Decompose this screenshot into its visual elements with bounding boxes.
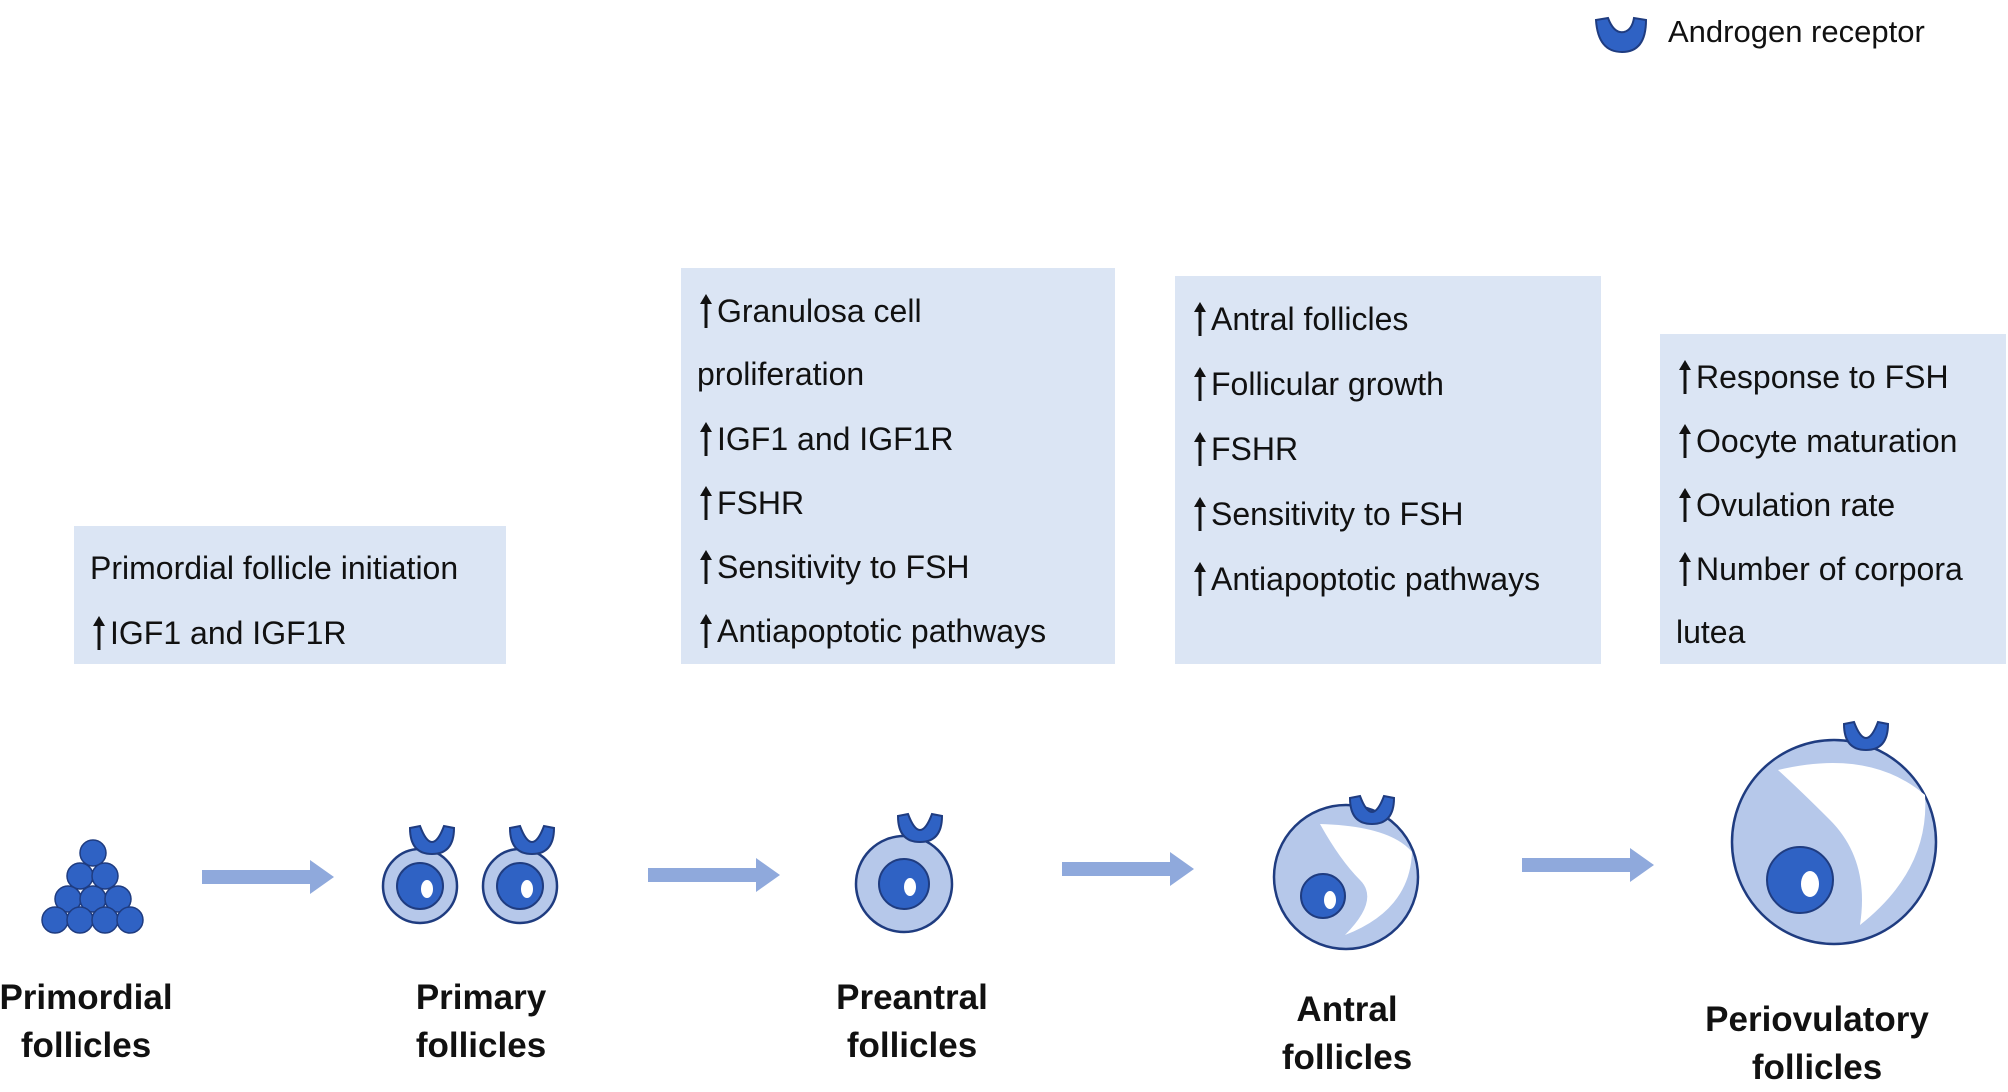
info-box-line: Sensitivity to FSH [697,550,970,584]
info-box-line: Oocyte maturation [1676,424,1957,458]
up-arrow-icon [1679,552,1691,586]
info-box-line: Granulosa cell [697,294,922,328]
info-box-line: IGF1 and IGF1R [90,616,347,650]
preantral-follicle-graphic [854,813,954,934]
info-box-text: Sensitivity to FSH [1211,496,1464,532]
stage-label-line: follicles [846,1026,978,1065]
info-box-text: Antral follicles [1211,301,1409,337]
up-arrow-icon [1679,488,1691,522]
info-box-line: IGF1 and IGF1R [697,422,954,456]
info-box-line: lutea [1676,616,1745,648]
info-box-text: Number of corpora [1696,551,1963,587]
info-box-text: IGF1 and IGF1R [110,615,347,651]
stage-label-line: Primary [415,978,547,1017]
up-arrow-icon [700,486,712,520]
stage-label-line: follicles [1281,1038,1413,1077]
stage-label-line: follicles [1751,1048,1883,1087]
info-box-text: Sensitivity to FSH [717,549,970,585]
stage-label-antral: Antral follicles [1282,986,1412,1082]
up-arrow-icon [93,616,105,650]
flow-arrow-3 [1062,852,1194,886]
stage-label-line: Primordial [0,978,173,1017]
legend-label: Androgen receptor [1668,14,1925,49]
up-arrow-icon [700,614,712,648]
info-box-line: FSHR [697,486,804,520]
info-box-text: Follicular growth [1211,366,1444,402]
up-arrow-icon [1194,562,1206,596]
flow-arrow-4 [1522,848,1654,882]
info-box-text: IGF1 and IGF1R [717,421,954,457]
info-box-line: Antiapoptotic pathways [697,614,1046,648]
info-box-line: Antiapoptotic pathways [1191,562,1540,596]
up-arrow-icon [1194,302,1206,336]
up-arrow-icon [700,422,712,456]
info-box-line: Primordial follicle initiation [90,552,458,584]
stage-label-line: Antral [1296,990,1398,1029]
info-box-line: Number of corpora [1676,552,1963,586]
info-box-line: Antral follicles [1191,302,1408,336]
up-arrow-icon [1679,360,1691,394]
info-box-line: proliferation [697,358,864,390]
info-box-line: Ovulation rate [1676,488,1895,522]
info-box-text: Response to FSH [1696,359,1949,395]
info-box-line: Sensitivity to FSH [1191,497,1464,531]
stage-label-line: Periovulatory [1705,1000,1929,1039]
flow-arrow-2 [648,858,780,892]
info-box-text: Oocyte maturation [1696,423,1958,459]
info-box-line: FSHR [1191,432,1298,466]
stage-label-primary: Primary follicles [416,974,546,1070]
up-arrow-icon [1194,432,1206,466]
info-box-text: proliferation [697,356,865,392]
up-arrow-icon [1194,497,1206,531]
stage-label-periovulatory: Periovulatory follicles [1705,996,1929,1092]
antral-follicle-graphic [1272,795,1420,951]
primary-follicles-graphic [381,825,559,925]
primordial-follicles-graphic [41,839,144,934]
info-box-text: Ovulation rate [1696,487,1896,523]
stage-label-preantral: Preantral follicles [836,974,988,1070]
info-box-text: lutea [1676,614,1746,650]
stage-label-line: follicles [415,1026,547,1065]
up-arrow-icon [1194,367,1206,401]
stage-label-primordial: Primordial follicles [0,974,173,1070]
info-box-line: Response to FSH [1676,360,1949,394]
up-arrow-icon [700,550,712,584]
info-box-text: Granulosa cell [717,293,922,329]
stage-label-line: follicles [20,1026,152,1065]
info-box-line: Follicular growth [1191,367,1444,401]
up-arrow-icon [1679,424,1691,458]
up-arrow-icon [700,294,712,328]
info-box-text: FSHR [1211,431,1299,467]
periovulatory-follicle-graphic [1730,721,1938,946]
flow-arrow-1 [202,860,334,894]
info-box-text: FSHR [717,485,805,521]
stage-label-line: Preantral [836,978,988,1017]
info-box-text: Antiapoptotic pathways [1211,561,1541,597]
info-box-text: Primordial follicle initiation [90,550,459,586]
info-box-text: Antiapoptotic pathways [717,613,1047,649]
androgen-receptor-legend-icon [1594,16,1648,54]
